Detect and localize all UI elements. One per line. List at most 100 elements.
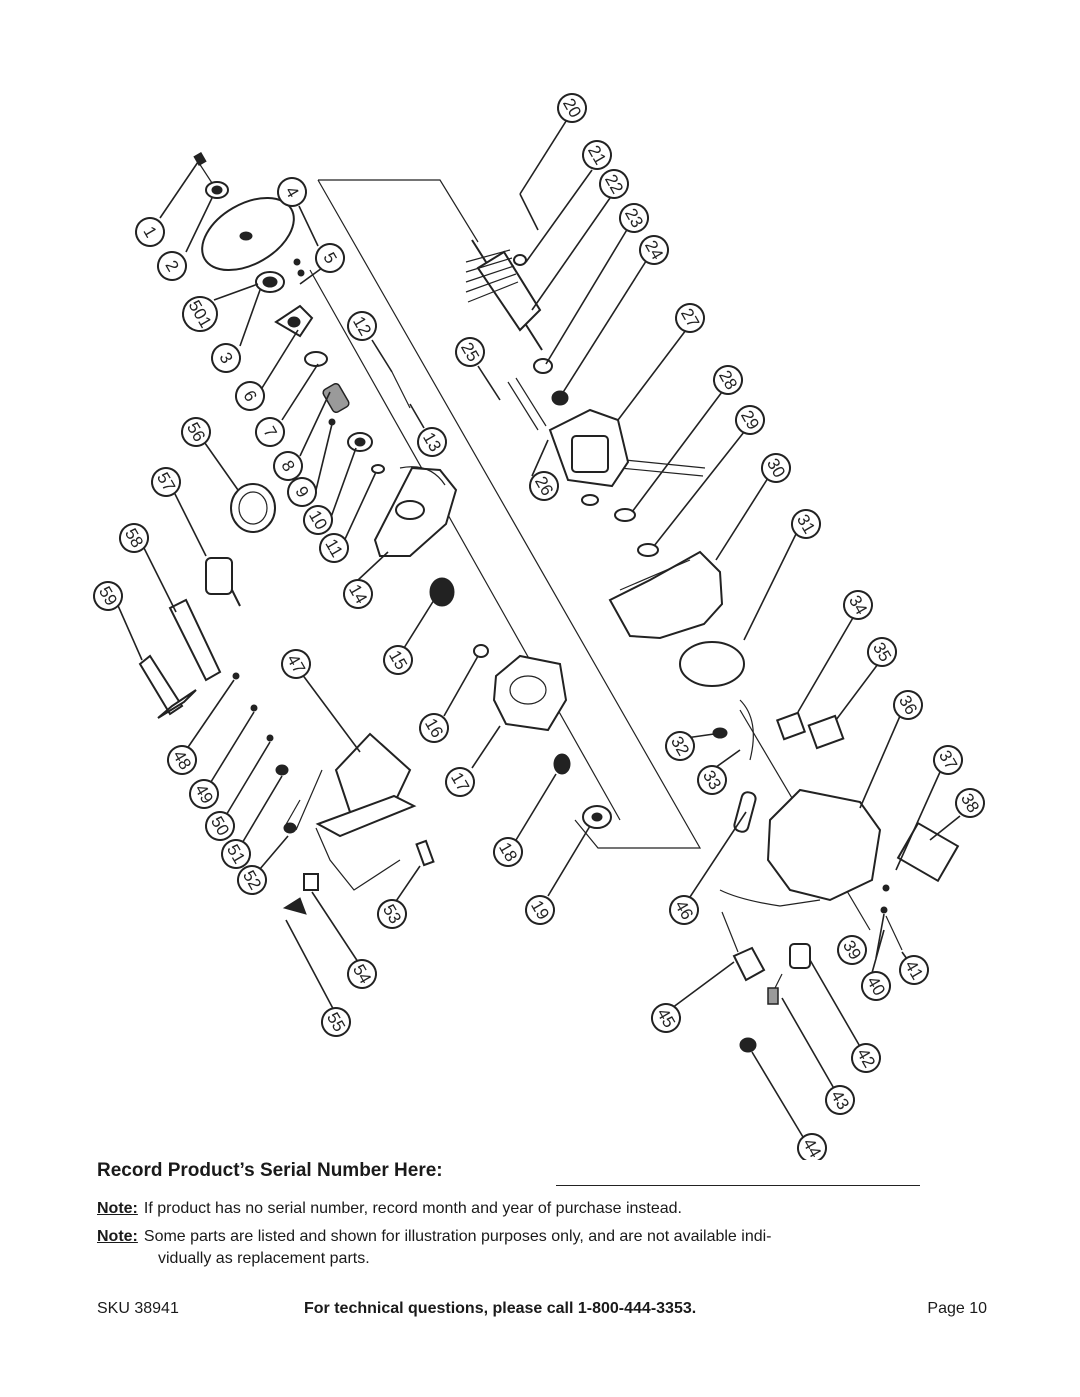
callout-circle xyxy=(697,765,727,795)
callout-32: 32 xyxy=(665,731,695,761)
callout-circle xyxy=(669,895,699,925)
callout-53: 53 xyxy=(377,899,407,929)
callout-12: 12 xyxy=(347,311,377,341)
callout-circle xyxy=(273,451,303,481)
callout-balloons: 1250134567891011121314151617181920212223… xyxy=(93,93,985,1160)
callout-circle xyxy=(867,637,897,667)
callout-circle xyxy=(151,467,181,497)
callout-7: 7 xyxy=(255,417,285,447)
callout-circle xyxy=(761,453,791,483)
note-serial: Note:If product has no serial number, re… xyxy=(97,1198,987,1220)
callout-circle xyxy=(639,235,669,265)
callout-circle xyxy=(119,523,149,553)
note-text: Some parts are listed and shown for illu… xyxy=(143,1228,772,1245)
field-housing xyxy=(507,377,659,557)
callout-circle xyxy=(445,767,475,797)
gear-parts xyxy=(429,577,612,829)
callout-49: 49 xyxy=(189,779,219,809)
callout-14: 14 xyxy=(343,579,373,609)
callout-circle xyxy=(281,649,311,679)
callout-44: 44 xyxy=(797,1133,827,1160)
callout-circle xyxy=(255,417,285,447)
serial-number-blank-line xyxy=(556,1185,920,1186)
callout-circle xyxy=(377,899,407,929)
callout-28: 28 xyxy=(713,365,743,395)
callout-48: 48 xyxy=(167,745,197,775)
callout-circle xyxy=(525,895,555,925)
leader-lines xyxy=(111,117,961,1143)
callout-circle xyxy=(277,177,307,207)
callout-circle xyxy=(347,311,377,341)
callout-31: 31 xyxy=(791,509,821,539)
callout-circle xyxy=(235,381,265,411)
callout-3: 3 xyxy=(211,343,241,373)
callout-38: 38 xyxy=(955,788,985,818)
callout-circle xyxy=(321,1007,351,1037)
callout-8: 8 xyxy=(273,451,303,481)
callout-circle xyxy=(843,590,873,620)
callout-58: 58 xyxy=(119,523,149,553)
base-plate-assembly xyxy=(232,672,435,915)
callout-circle xyxy=(417,427,447,457)
callout-circle xyxy=(343,579,373,609)
callout-circle xyxy=(383,645,413,675)
callout-circle xyxy=(582,140,612,170)
callout-15: 15 xyxy=(383,645,413,675)
callout-37: 37 xyxy=(933,745,963,775)
callout-circle xyxy=(651,1003,681,1033)
callout-circle xyxy=(955,788,985,818)
callout-19: 19 xyxy=(525,895,555,925)
callout-4: 4 xyxy=(277,177,307,207)
callout-circle xyxy=(797,1133,827,1160)
callout-circle xyxy=(182,296,218,332)
callout-circle xyxy=(315,243,345,273)
callout-circle xyxy=(157,251,187,281)
callout-18: 18 xyxy=(493,837,523,867)
callout-circle xyxy=(287,477,317,507)
callout-circle xyxy=(735,405,765,435)
callout-circle xyxy=(493,837,523,867)
callout-1: 1 xyxy=(135,217,165,247)
note-label: Note: xyxy=(97,1200,138,1217)
callout-circle xyxy=(665,731,695,761)
motor-housing-front xyxy=(608,550,745,687)
note-label: Note: xyxy=(97,1228,138,1245)
callout-circle xyxy=(303,505,333,535)
callout-39: 39 xyxy=(837,935,867,965)
callout-circle xyxy=(319,533,349,563)
callout-circle xyxy=(529,471,559,501)
cord-parts xyxy=(721,911,811,1053)
note-text-continuation: vidually as replacement parts. xyxy=(158,1250,370,1267)
page-number: Page 10 xyxy=(927,1300,987,1317)
callout-circle xyxy=(167,745,197,775)
callout-circle xyxy=(419,713,449,743)
callout-43: 43 xyxy=(825,1085,855,1115)
callout-10: 10 xyxy=(303,505,333,535)
callout-46: 46 xyxy=(669,895,699,925)
callout-circle xyxy=(791,509,821,539)
callout-54: 54 xyxy=(347,959,377,989)
callout-52: 52 xyxy=(237,865,267,895)
callout-45: 45 xyxy=(651,1003,681,1033)
callout-17: 17 xyxy=(445,767,475,797)
callout-2: 2 xyxy=(157,251,187,281)
callout-30: 30 xyxy=(761,453,791,483)
callout-circle xyxy=(675,303,705,333)
callout-22: 22 xyxy=(599,169,629,199)
sku-label: SKU 38941 xyxy=(97,1300,179,1317)
callout-circle xyxy=(181,417,211,447)
callout-circle xyxy=(899,955,929,985)
callout-41: 41 xyxy=(899,955,929,985)
handle-assembly xyxy=(712,699,960,951)
callout-circle xyxy=(237,865,267,895)
callout-circle xyxy=(837,935,867,965)
callout-47: 47 xyxy=(281,649,311,679)
callout-51: 51 xyxy=(221,839,251,869)
callout-circle xyxy=(557,93,587,123)
callout-13: 13 xyxy=(417,427,447,457)
spindle-parts xyxy=(304,351,385,474)
callout-42: 42 xyxy=(851,1043,881,1073)
callout-circle xyxy=(933,745,963,775)
callout-circle xyxy=(713,365,743,395)
callout-circle xyxy=(189,779,219,809)
